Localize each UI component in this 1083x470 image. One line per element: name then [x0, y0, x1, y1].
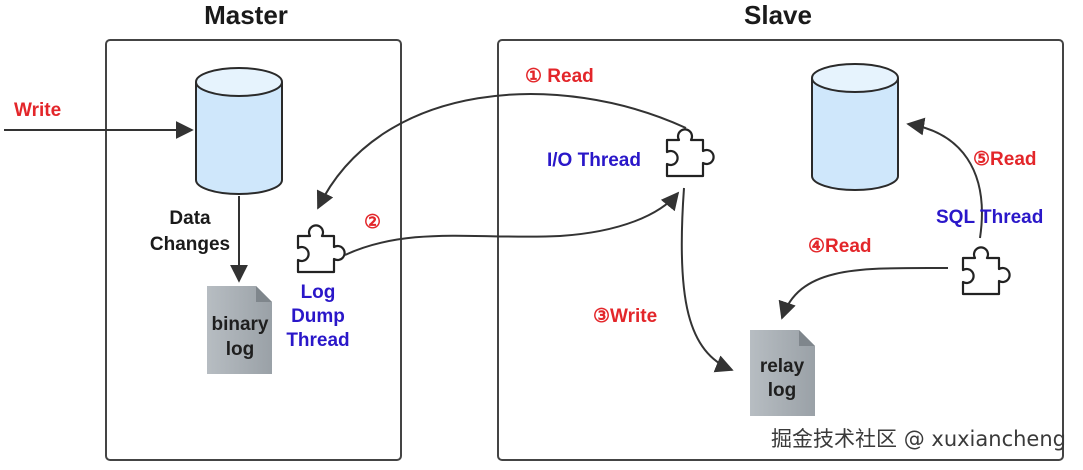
slave-title: Slave	[744, 0, 812, 30]
io-thread-label: I/O Thread	[547, 150, 641, 171]
sql-thread-puzzle-icon	[961, 246, 1011, 296]
relay-log-icon	[750, 330, 815, 416]
binary-log-icon	[207, 286, 272, 374]
step5-label: ⑤Read	[973, 149, 1037, 170]
binary-log-label-line2: log	[226, 339, 255, 360]
step3-label: ③Write	[593, 306, 657, 327]
watermark-text: 掘金技术社区 @ xuxiancheng	[771, 427, 1066, 451]
step2-label: ②	[364, 212, 381, 233]
step5-read-arrow	[906, 117, 983, 239]
step4-read-arrow	[778, 266, 949, 320]
log-dump-thread-label-line3: Thread	[286, 330, 349, 351]
master-panel	[105, 39, 402, 461]
data-changes-label-line2: Changes	[150, 234, 230, 255]
step2-send-arrow	[344, 191, 680, 256]
sql-thread-label: SQL Thread	[936, 207, 1043, 228]
log-dump-thread-label-line1: Log	[301, 282, 336, 303]
step1-label: ① Read	[525, 66, 594, 87]
binary-log-label-line1: binary	[211, 314, 268, 335]
relay-log-label-line2: log	[768, 380, 797, 401]
data-changes-label-line1: Data	[169, 208, 211, 229]
step1-read-arrow	[316, 93, 687, 210]
log-dump-thread-label-line2: Dump	[291, 306, 345, 327]
io-thread-puzzle-icon	[665, 128, 715, 178]
master-title: Master	[204, 0, 288, 30]
step4-label: ④Read	[808, 236, 872, 257]
slave-database-icon	[811, 63, 899, 191]
relay-log-label-line1: relay	[760, 356, 805, 377]
step3-write-arrow	[680, 187, 734, 373]
master-database-icon	[195, 67, 283, 195]
slave-panel	[497, 39, 1064, 461]
log-dump-thread-puzzle-icon	[296, 224, 346, 274]
write-label: Write	[14, 100, 61, 121]
